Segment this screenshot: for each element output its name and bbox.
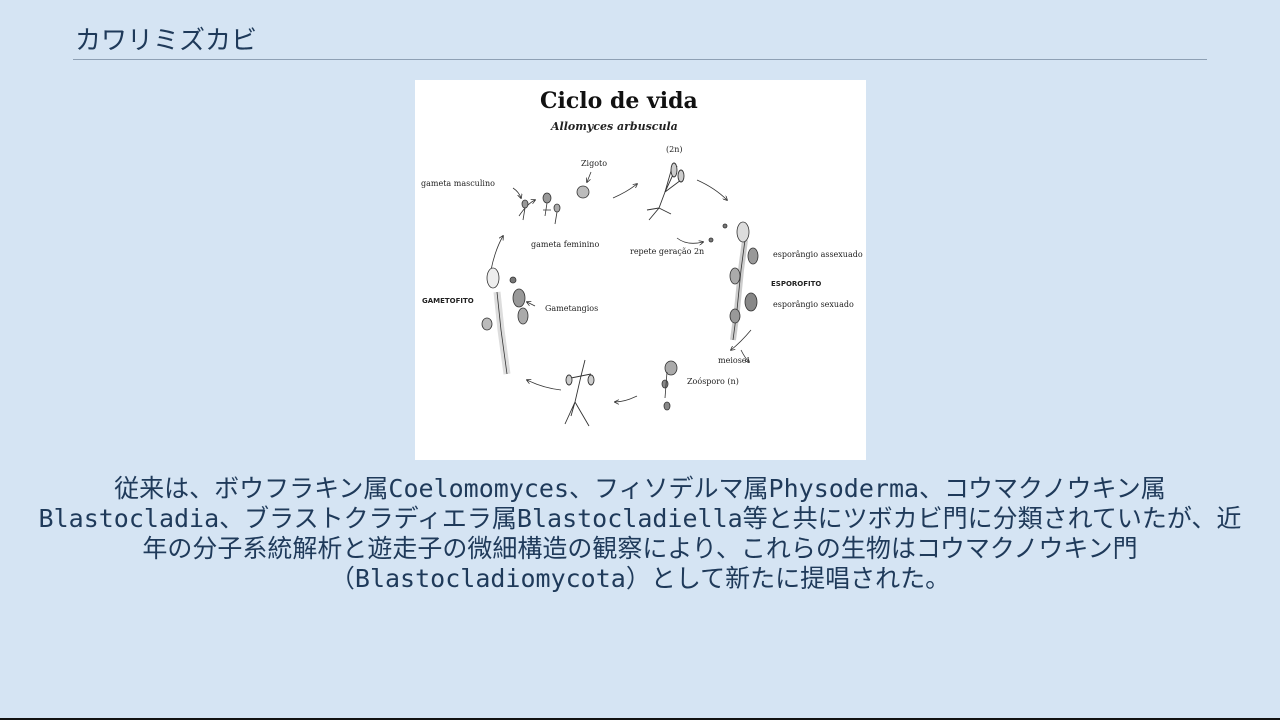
description-text: 従来は、ボウフラキン属Coelomomyces、フィソデルマ属Physoderm…	[38, 474, 1242, 593]
figure-subtitle: Allomyces arbuscula	[550, 120, 678, 133]
label-asexual-sporangium: esporângio assexuado	[773, 250, 863, 259]
bottom-divider	[0, 718, 1280, 720]
gametophyte-young	[564, 359, 595, 427]
label-sporophyte: ESPOROFITO	[771, 280, 821, 288]
label-sexual-sporangium: esporângio sexuado	[773, 300, 854, 309]
label-male-gamete: gameta masculino	[421, 179, 495, 188]
slide-title: カワリミズカビ	[75, 26, 258, 56]
label-meiosis: meiose!	[718, 356, 750, 365]
gametes-zygote	[521, 171, 592, 225]
label-gametophyte: GAMETOFITO	[422, 297, 474, 305]
label-female-gamete: gameta feminino	[531, 240, 599, 249]
zoospores	[661, 360, 678, 411]
gametophyte-mature	[481, 267, 536, 375]
sporophyte-mature	[708, 221, 759, 341]
sporophyte-young	[646, 162, 685, 221]
life-cycle-figure: Ciclo de vida Allomyces arbuscula Zigoto…	[415, 80, 866, 460]
label-zoospore: Zoósporo (n)	[687, 377, 739, 386]
cycle-arrows	[490, 179, 752, 402]
label-repeat: repete geração 2n	[630, 247, 704, 256]
life-cycle-diagram: Ciclo de vida Allomyces arbuscula Zigoto…	[421, 88, 863, 427]
label-zigoto: Zigoto	[581, 159, 607, 168]
figure-title: Ciclo de vida	[540, 88, 698, 114]
label-2n: (2n)	[666, 145, 682, 154]
title-divider	[73, 59, 1207, 60]
label-gametangia: Gametangios	[545, 304, 598, 313]
